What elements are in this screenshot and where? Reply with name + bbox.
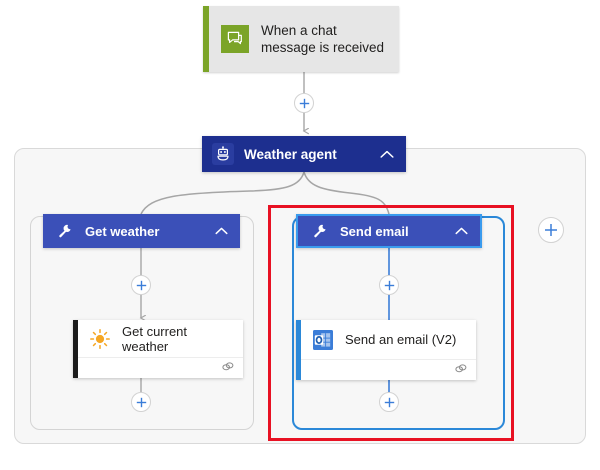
add-step-button-send-email-bottom[interactable]	[379, 392, 399, 412]
wrench-icon	[55, 221, 75, 241]
agent-label: Weather agent	[244, 146, 337, 162]
robot-icon	[212, 143, 234, 165]
plus-icon	[545, 224, 557, 236]
add-tool-button[interactable]	[538, 217, 564, 243]
tool-label-send-email: Send email	[340, 223, 409, 239]
action-label-send-an-email: Send an email (V2)	[345, 332, 457, 347]
plus-icon	[299, 98, 309, 108]
plus-icon	[384, 397, 394, 407]
add-step-button-trigger[interactable]	[294, 93, 314, 113]
chat-bubble-icon	[221, 25, 249, 53]
plus-icon	[384, 280, 394, 290]
action-card-header: Get current weather	[78, 320, 243, 358]
chevron-up-icon[interactable]	[215, 227, 228, 235]
plus-icon	[136, 280, 146, 290]
add-step-button-send-email-middle[interactable]	[379, 275, 399, 295]
chevron-up-icon[interactable]	[455, 227, 468, 235]
outlook-icon	[311, 328, 335, 352]
action-card-footer	[301, 360, 476, 380]
chevron-up-icon[interactable]	[380, 150, 394, 159]
trigger-label: When a chat message is received	[261, 23, 385, 55]
action-card-footer	[78, 358, 243, 378]
action-card-get-current-weather[interactable]: Get current weather	[73, 320, 243, 378]
add-step-button-get-weather-middle[interactable]	[131, 275, 151, 295]
tool-node-get-weather[interactable]: Get weather	[43, 214, 240, 248]
tool-node-send-email[interactable]: Send email	[296, 214, 482, 248]
plus-icon	[136, 397, 146, 407]
trigger-card[interactable]: When a chat message is received	[203, 6, 399, 72]
sun-icon	[88, 327, 112, 351]
agent-node[interactable]: Weather agent	[202, 136, 406, 172]
connector-link-icon[interactable]	[221, 359, 235, 377]
action-label-get-current-weather: Get current weather	[122, 323, 188, 354]
connector-link-icon[interactable]	[454, 361, 468, 379]
wrench-icon	[310, 221, 330, 241]
tool-label-get-weather: Get weather	[85, 223, 160, 239]
add-step-button-get-weather-bottom[interactable]	[131, 392, 151, 412]
action-card-send-an-email[interactable]: Send an email (V2)	[296, 320, 476, 380]
action-card-header: Send an email (V2)	[301, 320, 476, 360]
